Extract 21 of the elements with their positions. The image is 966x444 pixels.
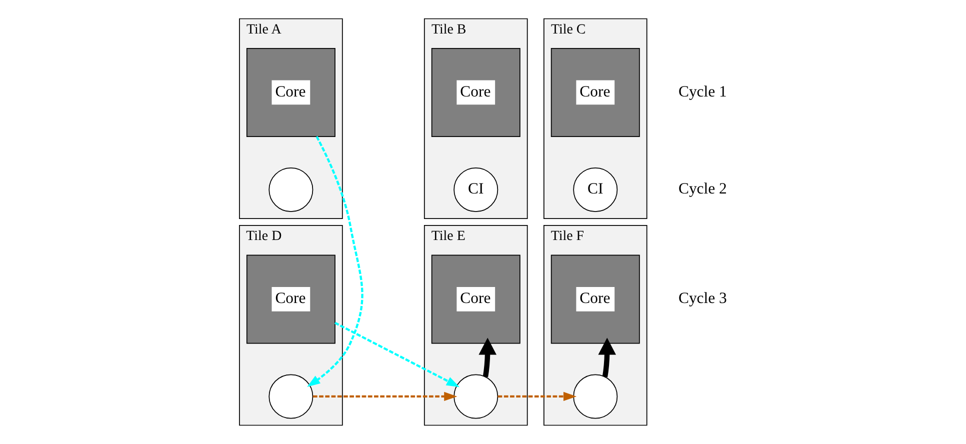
node-box: Core — [550, 48, 640, 137]
arrow — [497, 392, 576, 402]
arrow — [312, 392, 457, 402]
node-circle — [453, 374, 498, 419]
node-circle — [268, 167, 313, 212]
node-box: Core — [246, 48, 335, 137]
legend-label: Cycle 1 — [678, 83, 726, 100]
arrow — [306, 136, 363, 387]
node-circle: CI — [572, 167, 618, 212]
node-box: Core — [550, 254, 640, 344]
legend-label: Cycle 2 — [678, 180, 726, 198]
arrow — [598, 338, 616, 378]
legend-label: Cycle 3 — [678, 290, 726, 308]
node-box: Core — [430, 254, 520, 344]
arrow — [334, 322, 460, 388]
node-circle — [268, 374, 313, 419]
arrow — [478, 338, 496, 378]
node-box: Core — [246, 254, 335, 344]
node-circle: CI — [453, 167, 498, 212]
node-circle — [572, 374, 618, 419]
node-box: Core — [430, 48, 520, 137]
